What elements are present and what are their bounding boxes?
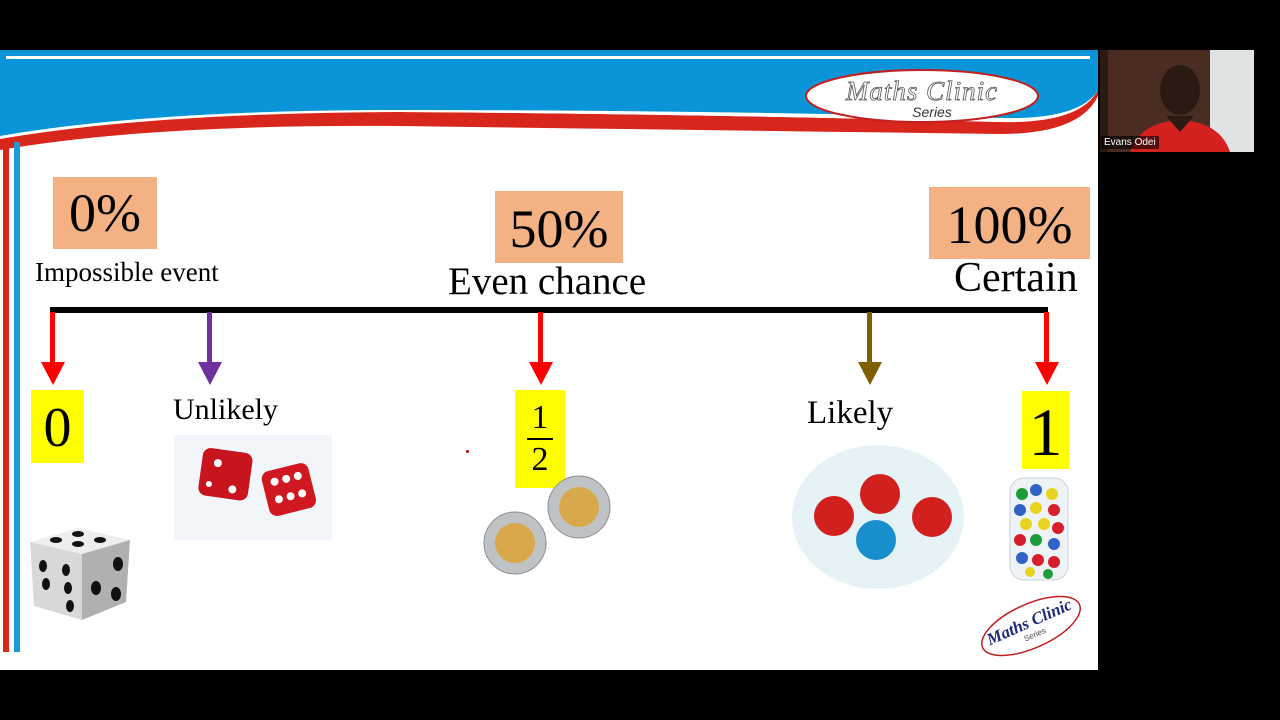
caption-even-chance: Even chance: [448, 260, 647, 303]
arrow-down-icon: [198, 312, 222, 385]
logo-title: Maths Clinic: [845, 76, 999, 107]
maths-clinic-watermark: Maths Clinic Series: [968, 575, 1094, 670]
two-red-dice-image: [174, 435, 332, 540]
maths-clinic-logo: Maths Clinic Series: [804, 66, 1040, 124]
percent-box-0: 0%: [53, 177, 157, 249]
caption-impossible-event: Impossible event: [35, 257, 219, 287]
percent-box-50: 50%: [495, 191, 623, 263]
probability-scale-line: [50, 307, 1048, 313]
presentation-slide: Maths Clinic Series 0% Impossible event …: [0, 50, 1098, 670]
single-white-die-icon: [30, 528, 130, 620]
participant-video-feed: [1100, 50, 1254, 152]
watermark-ellipse-icon: [981, 595, 1081, 657]
arrow-down-icon: [41, 312, 65, 385]
percent-box-100: 100%: [929, 187, 1090, 259]
left-blue-stripe: [14, 142, 20, 652]
fraction-bar: [527, 438, 553, 440]
two-coins-icon: [483, 475, 611, 575]
stray-dot: [466, 450, 469, 453]
bag-of-colored-balls-icon: [1009, 477, 1069, 581]
slide-header-banner: [0, 50, 1098, 150]
caption-certain: Certain: [954, 255, 1078, 301]
participant-video-tile[interactable]: Evans Odei: [1100, 50, 1254, 152]
arrow-down-icon: [1035, 312, 1059, 385]
value-box-half: 1 2: [515, 390, 565, 488]
three-red-one-blue-balls-icon: [792, 445, 964, 589]
arrow-down-icon: [529, 312, 553, 385]
fraction-denominator: 2: [531, 441, 549, 478]
two-red-dice-icon: [198, 448, 317, 516]
label-unlikely: Unlikely: [173, 393, 278, 426]
value-box-0: 0: [31, 390, 84, 463]
fraction-numerator: 1: [531, 399, 549, 436]
logo-subtitle: Series: [912, 104, 952, 120]
arrow-down-icon: [858, 312, 882, 385]
left-red-stripe: [3, 142, 9, 652]
label-likely: Likely: [807, 395, 894, 431]
value-box-1: 1: [1022, 391, 1069, 470]
participant-name-label: Evans Odei: [1101, 136, 1159, 149]
logo-ellipse-icon: [805, 69, 1039, 123]
